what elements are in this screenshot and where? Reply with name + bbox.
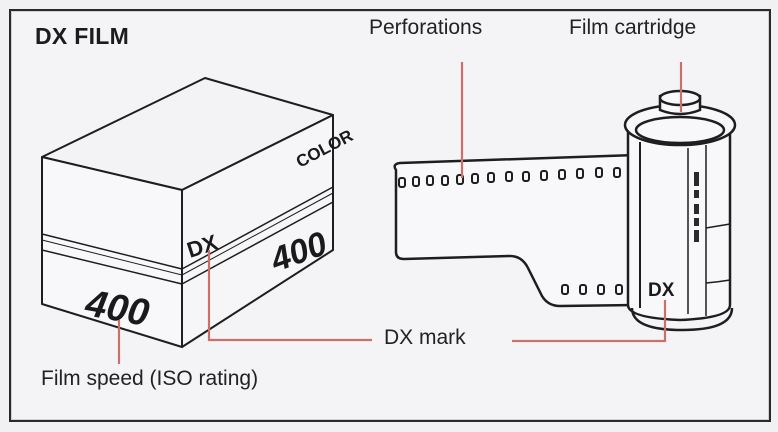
cartridge-fine-print (694, 172, 699, 242)
label-film-speed: Film speed (ISO rating) (41, 367, 259, 390)
diagram-title: DX FILM (35, 23, 130, 49)
film-box (41, 77, 334, 348)
label-perforations: Perforations (369, 16, 483, 39)
perforations-bottom (561, 284, 623, 295)
film-cartridge (623, 89, 737, 332)
label-dx-mark: DX mark (384, 326, 466, 349)
cartridge-dx-text: DX (648, 280, 675, 301)
leader-dx-mark-cartridge (512, 300, 667, 343)
perforations-top (398, 167, 621, 188)
leader-lines (117, 62, 683, 364)
label-film-cartridge: Film cartridge (569, 16, 697, 39)
leader-dx-mark-box (207, 250, 372, 342)
film-strip (393, 153, 638, 308)
